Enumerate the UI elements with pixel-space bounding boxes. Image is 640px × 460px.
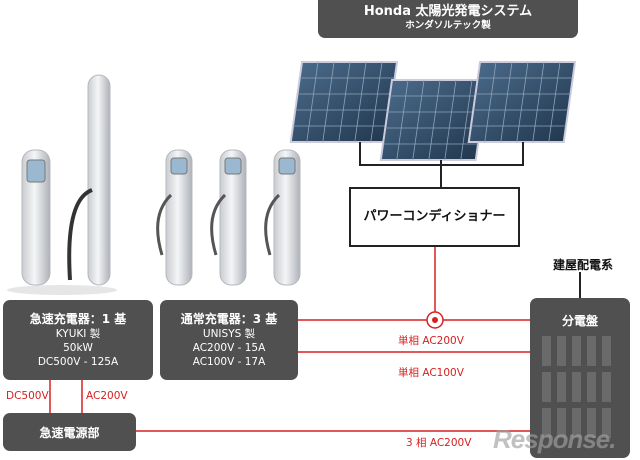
ac200-label: AC200V bbox=[86, 390, 128, 402]
distribution-board-breakers bbox=[542, 336, 611, 438]
fast-power-unit-label: 急速電源部 bbox=[39, 426, 100, 440]
system-title: Honda 太陽光発電システム bbox=[363, 4, 533, 19]
normal-charger-box: 通常充電器：3 基 UNISYS 製 AC200V - 15A AC100V -… bbox=[160, 300, 298, 380]
solar-panel bbox=[379, 79, 489, 161]
normal-charger bbox=[156, 149, 193, 286]
fast-charger-power: 50kW bbox=[63, 342, 93, 354]
junction-symbol bbox=[426, 311, 444, 329]
three-phase-200-label: 3 相 AC200V bbox=[406, 437, 472, 449]
fast-charger-title: 急速充電器：1 基 bbox=[29, 312, 127, 326]
dc500-label: DC500V bbox=[6, 390, 49, 402]
normal-charger-title: 通常充電器：3 基 bbox=[180, 312, 278, 326]
power-conditioner-label: パワーコンディショナー bbox=[363, 209, 506, 224]
normal-charger bbox=[264, 149, 301, 286]
normal-charger bbox=[210, 149, 247, 286]
normal-charger-maker: UNISYS 製 bbox=[202, 328, 256, 340]
power-conditioner-box: パワーコンディショナー bbox=[349, 187, 520, 247]
fast-charger-unit bbox=[7, 74, 117, 295]
panel-wiring bbox=[359, 142, 524, 187]
normal-charger-spec-200: AC200V - 15A bbox=[192, 342, 266, 354]
fast-charger-box: 急速充電器：1 基 KYUKI 製 50kW DC500V - 125A bbox=[3, 300, 153, 380]
fast-charger-maker: KYUKI 製 bbox=[55, 328, 101, 340]
fast-power-unit-box: 急速電源部 bbox=[3, 413, 136, 451]
single-phase-200-label: 単相 AC200V bbox=[398, 335, 464, 347]
normal-charger-units bbox=[156, 149, 301, 286]
response-watermark-logo: Response. bbox=[493, 424, 616, 454]
single-phase-100-label: 単相 AC100V bbox=[398, 367, 464, 379]
building-system-label: 建屋配電系 bbox=[553, 258, 614, 272]
solar-panels bbox=[289, 61, 577, 161]
system-maker: ホンダソルテック製 bbox=[405, 20, 491, 31]
solar-panel bbox=[289, 61, 399, 143]
normal-charger-spec-100: AC100V - 17A bbox=[192, 356, 266, 368]
system-title-box: Honda 太陽光発電システム ホンダソルテック製 bbox=[318, 0, 578, 38]
power-lines bbox=[49, 247, 530, 432]
solar-panel bbox=[467, 61, 577, 143]
fast-charger-spec: DC500V - 125A bbox=[37, 356, 119, 368]
